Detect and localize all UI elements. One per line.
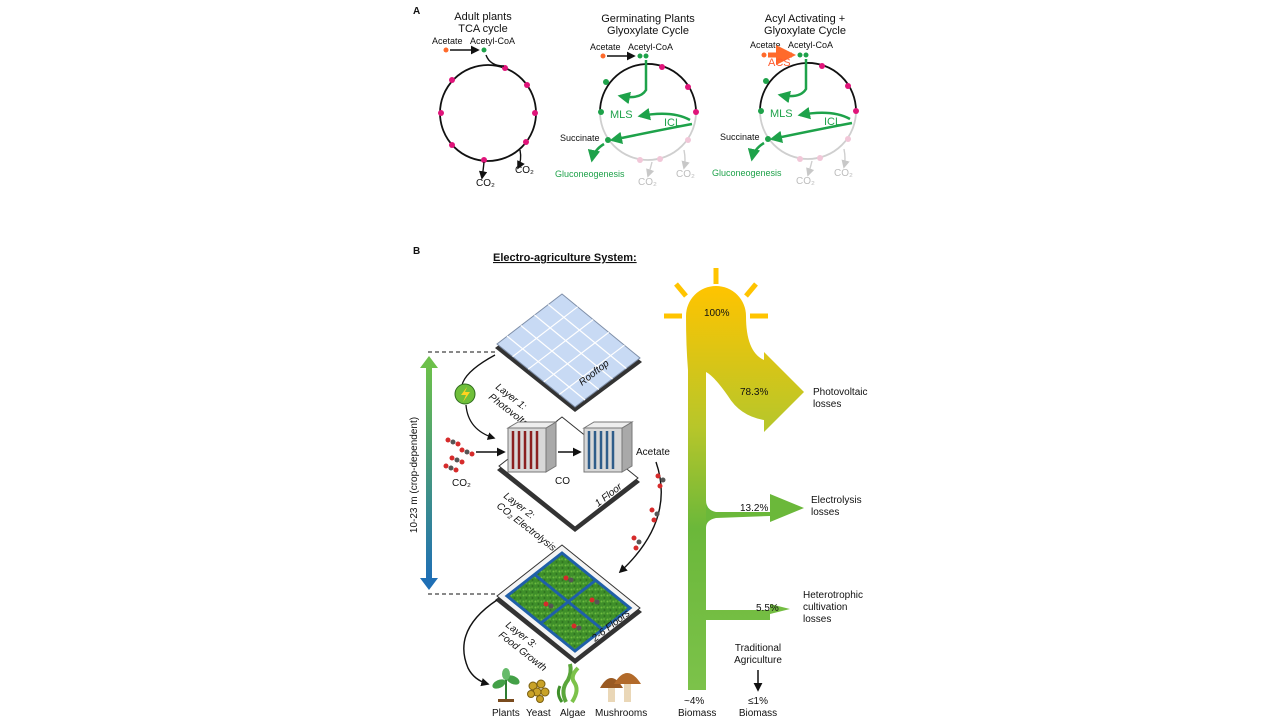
tca-acetyl-dot <box>481 47 487 53</box>
food-output-arrow <box>463 599 498 687</box>
acyl-activating-diagram: Acyl Activating + Glyoxylate Cycle Aceta… <box>712 13 859 187</box>
tca-acetate-label: Acetate <box>432 36 463 46</box>
glyox-mls-label: MLS <box>610 109 633 121</box>
food-label-yeast: Yeast <box>526 708 551 719</box>
traditional-label-line2: Agriculture <box>734 655 782 666</box>
acetate-label: Acetate <box>636 447 670 458</box>
traditional-value: ≤1% <box>748 696 768 707</box>
glyox-title-line1: Germinating Plants <box>601 13 695 25</box>
pv-loss-label-line1: Photovoltaic <box>813 387 867 398</box>
acyl-acetate-dot <box>761 52 767 58</box>
biomass-label: Biomass <box>678 708 716 719</box>
cultivation-loss-value: 5.5% <box>756 603 779 614</box>
pv-loss-label-line2: losses <box>813 399 841 410</box>
electrolysis-loss-label-line2: losses <box>811 507 839 518</box>
glyox-cycle-lower-grey <box>599 111 697 161</box>
cultivation-loss-label-line3: losses <box>803 614 831 625</box>
acyl-succinate-label: Succinate <box>720 132 760 142</box>
co-electrolyzer <box>582 421 634 473</box>
mushroom-icon <box>600 673 641 702</box>
cultivation-loss-label-line2: cultivation <box>803 602 847 613</box>
electrolysis-loss-value: 13.2% <box>740 503 768 514</box>
panel-a-label: A <box>413 6 420 17</box>
glyox-acetate-label: Acetate <box>590 42 621 52</box>
acyl-mls-label: MLS <box>770 108 793 120</box>
height-arrow <box>420 351 496 595</box>
tca-acetyl-coa-label: Acetyl-CoA <box>470 36 515 46</box>
panel-b-title: Electro-agriculture System: <box>493 252 637 264</box>
glyox-succinate-label: Succinate <box>560 133 600 143</box>
algae-icon <box>556 663 580 704</box>
electrolysis-loss-arrow <box>706 494 804 528</box>
traditional-label-line1: Traditional <box>735 643 781 654</box>
glyox-icl-arrow <box>637 108 691 122</box>
sun-rays <box>664 268 768 319</box>
co2-electrolyzer <box>506 421 558 473</box>
energy-sankey <box>686 286 804 690</box>
tca-co2-label-2: CO₂ <box>476 178 495 189</box>
food-label-mushrooms: Mushrooms <box>595 708 647 719</box>
tca-cycle-diagram: Adult plants TCA cycle Acetate Acetyl-Co… <box>432 11 538 189</box>
food-label-plants: Plants <box>492 708 520 719</box>
tca-co2-label-1: CO₂ <box>515 165 534 176</box>
electrolysis-loss-label-line1: Electrolysis <box>811 495 862 506</box>
co-label: CO <box>555 476 570 487</box>
biomass-value: ~4% <box>684 696 704 707</box>
acyl-acetyl-dot <box>797 52 803 58</box>
glyox-mls-arrow <box>617 60 648 105</box>
energy-start-value: 100% <box>704 308 730 319</box>
glyox-acetate-dot <box>600 53 606 59</box>
acyl-acetyl-coa-label: Acetyl-CoA <box>788 40 833 50</box>
acyl-icl-label: ICL <box>824 116 841 128</box>
acyl-cycle-dots <box>758 63 859 162</box>
glyox-title-line2: Glyoxylate Cycle <box>607 25 689 37</box>
tca-cycle-dots <box>438 65 538 163</box>
glyox-gluconeo-arrow <box>587 142 605 163</box>
tca-acetate-dot <box>443 47 449 53</box>
co2-molecules <box>443 437 475 473</box>
acetate-molecules <box>631 473 666 551</box>
power-arrow-out <box>465 404 496 440</box>
glyox-cycle-upper-right <box>645 63 697 113</box>
glyox-co2-label-1: CO₂ <box>638 177 657 188</box>
solar-panel <box>495 293 642 412</box>
cultivation-loss-label-line1: Heterotrophic <box>803 590 863 601</box>
glyox-gluconeogenesis-label: Gluconeogenesis <box>555 169 625 179</box>
glyox-acetyl-dot <box>637 53 643 59</box>
food-label-algae: Algae <box>560 708 586 719</box>
traditional-biomass-label: Biomass <box>739 708 777 719</box>
acyl-title-line1: Acyl Activating + <box>765 13 845 25</box>
tca-title-line1: Adult plants <box>454 11 512 23</box>
glyox-co2-label-2: CO₂ <box>676 169 695 180</box>
acyl-acetate-label: Acetate <box>750 40 781 50</box>
plant-icon <box>492 668 520 702</box>
pv-loss-value: 78.3% <box>740 387 768 398</box>
glyox-acetyl-coa-label: Acetyl-CoA <box>628 42 673 52</box>
height-label: 10-23 m (crop-dependent) <box>409 417 420 533</box>
tca-entry-arrow <box>485 54 505 67</box>
panel-b-label: B <box>413 246 420 257</box>
acyl-gluconeogenesis-label: Gluconeogenesis <box>712 168 782 178</box>
tca-co2-arrow-2 <box>478 161 488 180</box>
yeast-icon <box>527 679 550 703</box>
co2-label: CO₂ <box>452 478 471 489</box>
tca-title-line2: TCA cycle <box>458 23 508 35</box>
glyox-cycle-upper-left <box>599 63 647 113</box>
acyl-title-line2: Glyoxylate Cycle <box>764 25 846 37</box>
glyoxylate-cycle-diagram: Germinating Plants Glyoxylate Cycle Acet… <box>555 13 699 188</box>
glyox-icl-label: ICL <box>664 117 681 129</box>
glyox-succinate-arrow <box>609 122 693 145</box>
acyl-co2-label-2: CO₂ <box>834 168 853 179</box>
food-growth-platform <box>495 544 642 664</box>
glyox-cycle-dots <box>598 64 699 163</box>
acyl-acs-label: ACS <box>768 57 791 69</box>
acyl-co2-label-1: CO₂ <box>796 176 815 187</box>
tca-co2-arrow-1 <box>517 149 525 170</box>
